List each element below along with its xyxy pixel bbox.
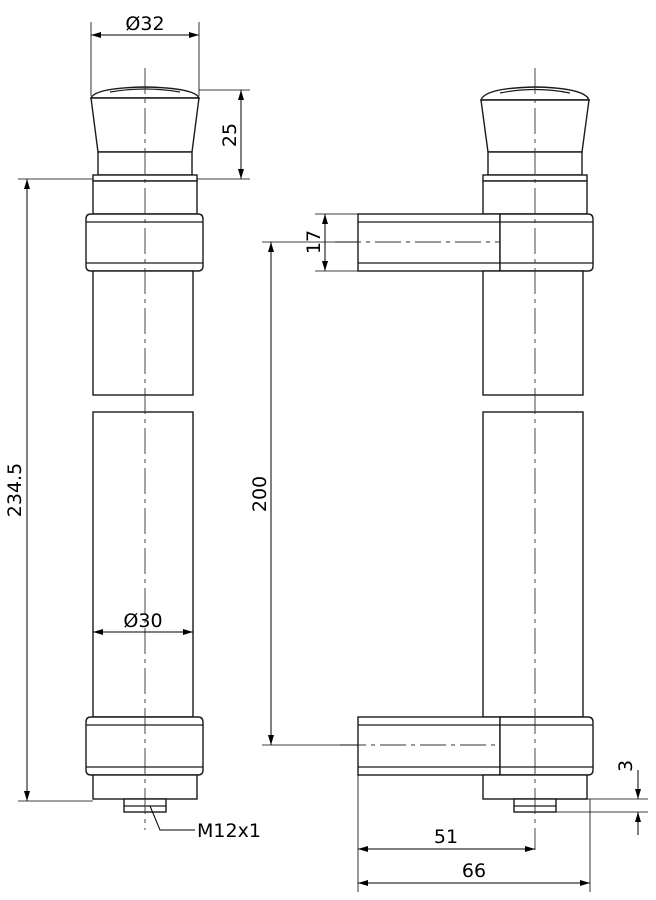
dimension-labels: Ø32 25 234.5 Ø30 M12x1 17 200 3 51 66 (4, 13, 637, 882)
right-upper-tube (482, 270, 584, 396)
lower-arm (357, 716, 501, 776)
cap-height-label: 25 (219, 123, 241, 147)
right-upper-collar (499, 213, 594, 272)
upper-arm (357, 213, 501, 272)
tube-diameter-label: Ø30 (123, 610, 162, 632)
overall-depth-label: 66 (462, 860, 486, 882)
right-lower-collar (499, 716, 594, 776)
right-view (335, 68, 594, 850)
right-lower-tube (482, 411, 584, 718)
thread-label: M12x1 (197, 820, 261, 842)
upper-collar (85, 213, 204, 272)
cap-diameter-label: Ø32 (125, 13, 164, 35)
arm-thickness-label: 17 (303, 230, 325, 254)
total-length-label: 234.5 (4, 463, 26, 517)
lower-tube (92, 411, 194, 718)
offset-label: 3 (615, 760, 637, 772)
left-view (85, 68, 204, 830)
upper-tube (92, 270, 194, 396)
arm-spacing-label: 200 (249, 476, 271, 512)
arm-depth-label: 51 (434, 826, 458, 848)
dimension-lines (18, 22, 648, 892)
lower-collar (85, 716, 204, 776)
